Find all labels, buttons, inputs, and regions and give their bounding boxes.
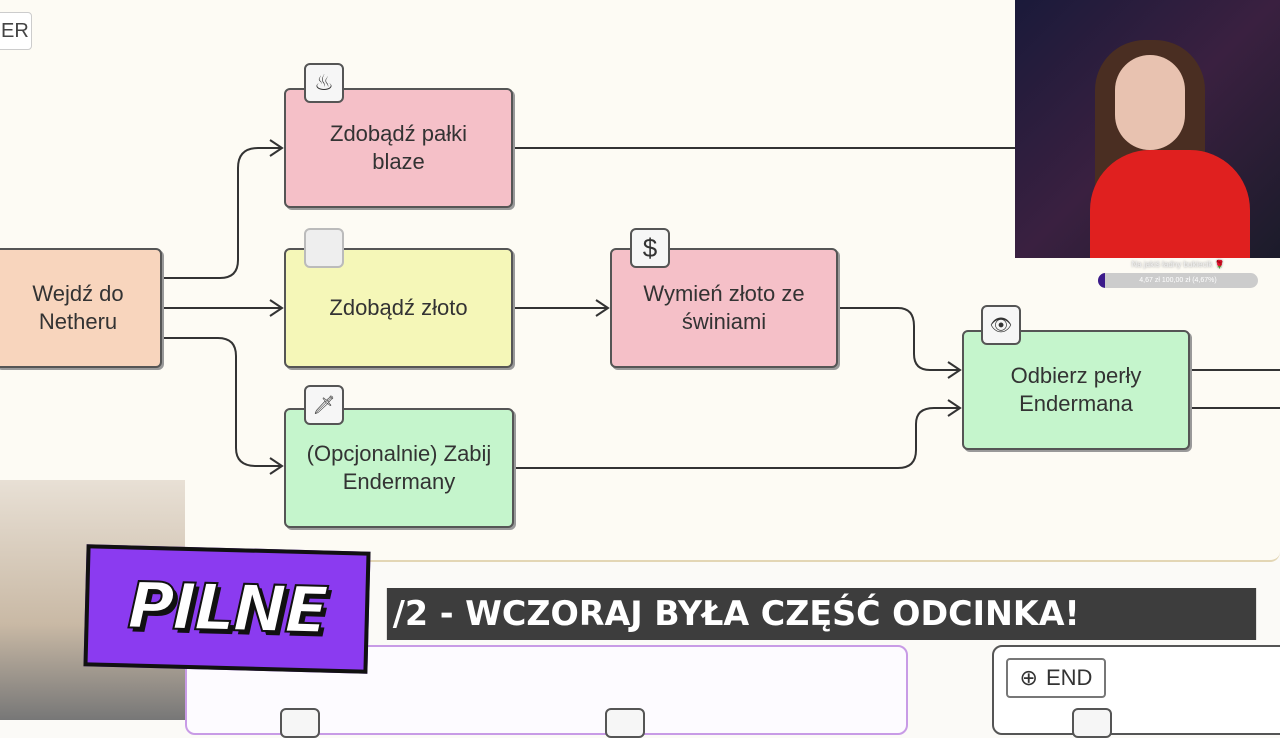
gold-icon (304, 228, 344, 268)
connector (947, 361, 962, 379)
urgent-badge: PILNE (83, 544, 371, 674)
goal-title: Na jakiś ładny bukiecik 🌹 (1131, 260, 1225, 269)
node-label: Wymień złoto ze świniami (643, 281, 805, 334)
end-label: END (1045, 665, 1093, 690)
goal-progress-text: 4,67 zł 100,00 zł (4,67%) (1139, 277, 1217, 284)
node-icon (1072, 708, 1112, 738)
eye-icon: 👁 (981, 305, 1021, 345)
connector (595, 299, 610, 317)
connector (269, 299, 284, 317)
donation-goal: Na jakiś ładny bukiecik 🌹 4,67 zł 100,00… (1098, 260, 1258, 288)
node-blaze-rods[interactable]: Zdobądź pałki blaze (284, 88, 513, 208)
node-get-gold[interactable]: Zdobądź złoto (284, 248, 513, 368)
node-label: Zdobądź złoto (329, 295, 468, 320)
connector (838, 307, 960, 371)
node-label: (Opcjonalnie) Zabij Endermany (306, 441, 492, 494)
connector (162, 147, 282, 279)
corner-tag: ER (0, 12, 32, 50)
sword-icon: 🗡 (304, 385, 344, 425)
connector (162, 337, 282, 467)
goal-progress-fill (1098, 273, 1106, 288)
connectors (162, 139, 1280, 475)
node-enter-nether[interactable]: Wejdź do Netheru (0, 248, 162, 368)
streamer-shirt (1090, 150, 1250, 258)
node-label: Zdobądź pałki blaze (330, 121, 467, 174)
flame-icon: ♨ (304, 63, 344, 103)
node-label: Wejdź do Netheru (32, 281, 124, 334)
dollar-icon: $ (630, 228, 670, 268)
target-icon: ⊕ (1019, 665, 1038, 690)
node-label: Odbierz perły Endermana (1010, 363, 1142, 416)
connector (947, 399, 962, 417)
webcam-overlay (1015, 0, 1280, 258)
connector (269, 457, 284, 475)
streamer-face (1115, 55, 1185, 150)
goal-progress-bar: 4,67 zł 100,00 zł (4,67%) (1098, 273, 1258, 288)
connector (514, 407, 960, 469)
node-icon (280, 708, 320, 738)
node-collect-pearls[interactable]: Odbierz perły Endermana (962, 330, 1190, 450)
badge-text: PILNE (126, 568, 329, 649)
connector (269, 139, 284, 157)
end-panel: ⊕ END (992, 645, 1280, 735)
node-icon (605, 708, 645, 738)
end-button[interactable]: ⊕ END (1006, 658, 1106, 698)
node-trade-piglins[interactable]: Wymień złoto ze świniami (610, 248, 838, 368)
node-kill-endermen[interactable]: (Opcjonalnie) Zabij Endermany (284, 408, 514, 528)
news-ticker: /2 - WCZORAJ BYŁA CZĘŚĆ ODCINKA! (386, 588, 1257, 640)
